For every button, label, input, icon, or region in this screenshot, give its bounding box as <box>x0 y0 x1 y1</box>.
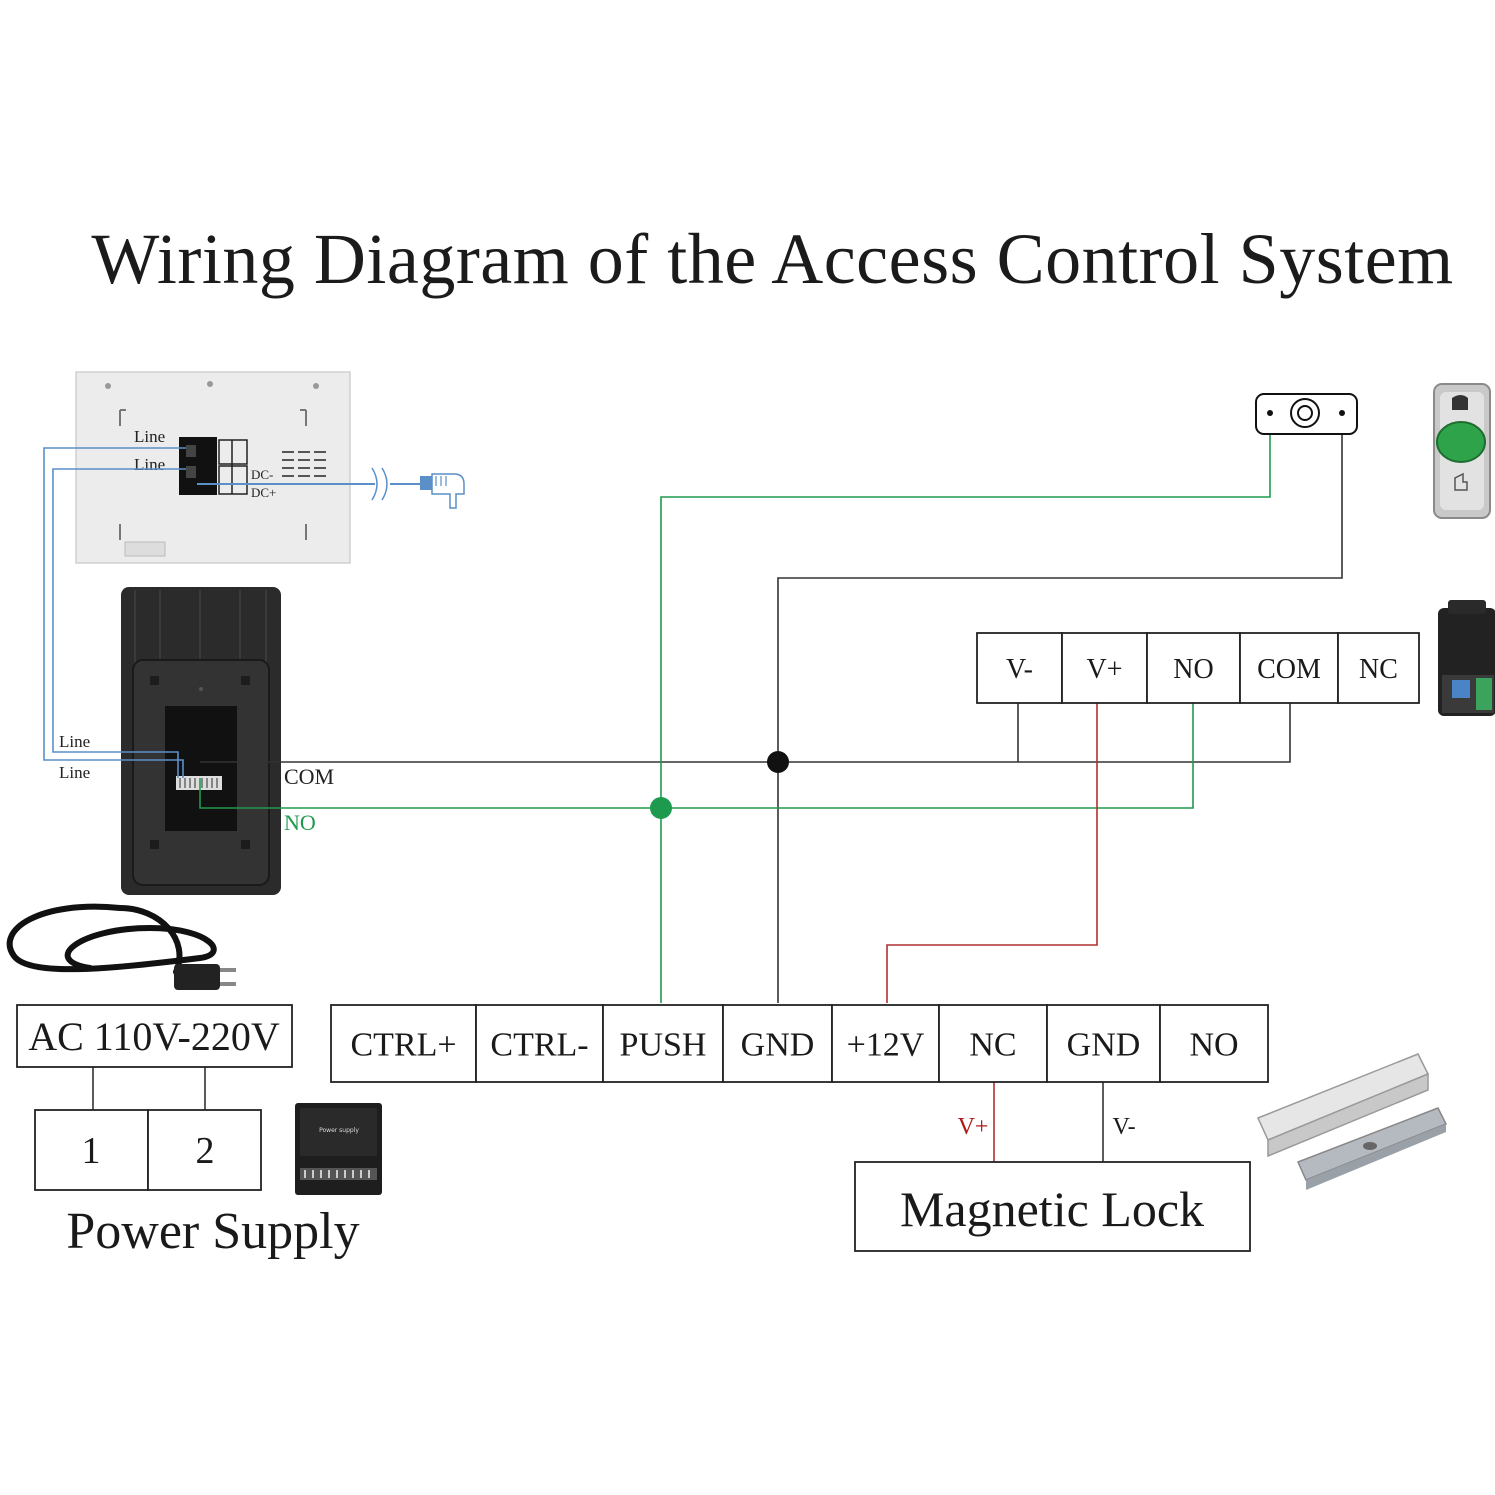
ac-input-label: AC 110V-220V <box>28 1014 280 1059</box>
controller-terminal-label-5: NC <box>969 1026 1016 1063</box>
lock-vplus-label: V+ <box>958 1114 989 1140</box>
line-wires <box>43 447 186 778</box>
outdoor-unit: Line Line COM NO <box>59 587 334 895</box>
controller-terminal-cell-4 <box>831 1004 940 1083</box>
outdoor-no-label: NO <box>284 810 316 835</box>
controller-terminal-label-0: CTRL+ <box>350 1026 456 1063</box>
receiver-terminal-strip: V- V+ NO COM NC <box>976 632 1420 704</box>
receiver-terminal-cell-0 <box>976 632 1063 704</box>
monitor-dc-minus-label: DC- <box>251 467 273 482</box>
receiver-terminal-label-0: V- <box>1006 654 1033 685</box>
receiver-terminal-cell-3 <box>1239 632 1339 704</box>
power-supply: AC 110V-220V 1 2 Power Supply <box>16 1004 360 1260</box>
com-junction-dot <box>767 751 789 773</box>
controller-terminal-label-4: +12V <box>847 1026 925 1063</box>
outdoor-line-label-2: Line <box>59 763 90 782</box>
controller-terminal-cell-2 <box>602 1004 724 1083</box>
outdoor-com-label: COM <box>284 764 334 789</box>
controller-terminal-strip: CTRL+ CTRL- PUSH GND +12V NC GND NO <box>330 1004 1269 1083</box>
monitor-line-label-1: Line <box>134 427 165 446</box>
exit-button-connector <box>1255 393 1358 435</box>
exit-button-icon <box>1433 383 1491 519</box>
power-plug-icon <box>174 964 236 990</box>
indoor-monitor: Line Line DC- DC+ <box>75 371 351 564</box>
power-terminal-1: 1 <box>82 1130 101 1172</box>
controller-terminal-label-6: GND <box>1067 1026 1141 1063</box>
remote-receiver-icon <box>1438 600 1495 716</box>
outdoor-line-label-1: Line <box>59 732 90 751</box>
power-cord-icon <box>6 903 217 975</box>
controller-terminal-cell-5 <box>938 1004 1048 1083</box>
monitor-dc-plus-label: DC+ <box>251 485 276 500</box>
controller-terminal-label-7: NO <box>1189 1026 1238 1063</box>
power-supply-device-label: Power supply <box>319 1127 359 1134</box>
wiring <box>92 418 1343 1162</box>
receiver-terminal-label-4: NC <box>1359 654 1398 685</box>
controller-terminal-label-1: CTRL- <box>490 1026 588 1063</box>
receiver-terminal-cell-4 <box>1337 632 1420 704</box>
monitor-line-label-2: Line <box>134 455 165 474</box>
magnetic-lock-icon <box>1256 1053 1448 1190</box>
magnetic-lock-label: Magnetic Lock <box>900 1181 1204 1237</box>
receiver-terminal-label-3: COM <box>1257 654 1321 685</box>
controller-terminal-cell-7 <box>1159 1004 1269 1083</box>
no-junction-dot <box>650 797 672 819</box>
magnetic-lock: V+ V- Magnetic Lock <box>854 1114 1251 1252</box>
power-supply-device-icon: Power supply <box>295 1103 382 1195</box>
power-terminal-2: 2 <box>196 1130 215 1172</box>
receiver-terminal-label-1: V+ <box>1086 654 1122 685</box>
page-title: Wiring Diagram of the Access Control Sys… <box>91 219 1454 299</box>
power-supply-caption: Power Supply <box>66 1203 359 1260</box>
lock-vminus-label: V- <box>1112 1114 1135 1140</box>
dc-adapter <box>197 467 465 509</box>
controller-terminal-label-2: PUSH <box>620 1026 707 1063</box>
receiver-terminal-label-2: NO <box>1173 654 1213 685</box>
controller-terminal-label-3: GND <box>741 1026 815 1063</box>
